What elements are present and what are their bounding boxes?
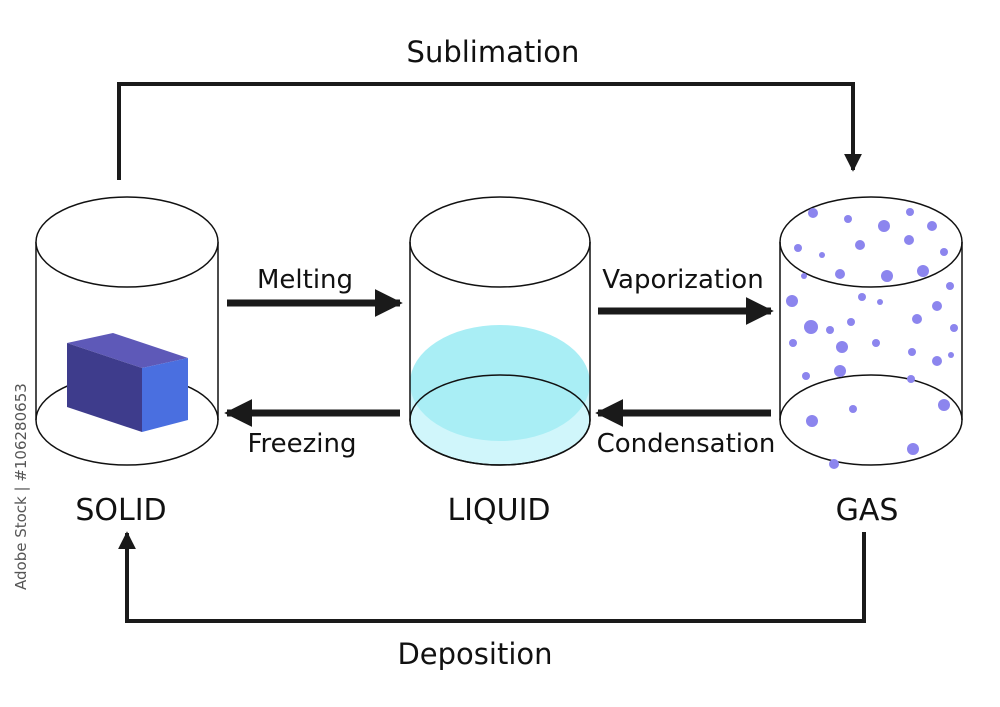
gas-particle [806, 415, 818, 427]
sublimation-arrow [117, 82, 862, 180]
gas-particle [917, 265, 929, 277]
gas-particle [808, 208, 818, 218]
solid-label: SOLID [75, 493, 166, 528]
water-surface [410, 325, 590, 441]
gas-particle [801, 273, 807, 279]
gas-particle [829, 459, 839, 469]
gas-particle [802, 372, 810, 380]
gas-particle [858, 293, 866, 301]
gas-particle [948, 352, 954, 358]
gas-particle [932, 356, 942, 366]
gas-particle [912, 314, 922, 324]
gas-particle [835, 269, 845, 279]
gas-particle [826, 326, 834, 334]
gas-particle [872, 339, 880, 347]
gas-particle [878, 220, 890, 232]
gas-particle [906, 208, 914, 216]
vaporization-label: Vaporization [602, 265, 763, 295]
gas-particle [904, 235, 914, 245]
solid-container [35, 196, 219, 466]
gas-particle [789, 339, 797, 347]
sublimation-label: Sublimation [407, 35, 580, 69]
gas-particles [786, 208, 958, 469]
gas-particle [849, 405, 857, 413]
gas-particle [908, 348, 916, 356]
gas-particle [794, 244, 802, 252]
deposition-label: Deposition [397, 637, 552, 671]
gas-particle [847, 318, 855, 326]
gas-particle [855, 240, 865, 250]
condensation-label: Condensation [597, 429, 776, 459]
gas-particle [932, 301, 942, 311]
gas-particle [819, 252, 825, 258]
gas-particle [881, 270, 893, 282]
melting-label: Melting [257, 265, 353, 295]
liquid-container [409, 196, 591, 466]
gas-particle [877, 299, 883, 305]
gas-label: GAS [836, 493, 899, 528]
ice-cube [67, 333, 188, 432]
gas-particle [927, 221, 937, 231]
deposition-arrow [118, 531, 866, 623]
gas-particle [804, 320, 818, 334]
gas-particle [907, 375, 915, 383]
gas-particle [844, 215, 852, 223]
gas-particle [940, 248, 948, 256]
gas-particle [907, 443, 919, 455]
gas-container [779, 196, 963, 469]
gas-particle [834, 365, 846, 377]
gas-particle [946, 282, 954, 290]
stock-watermark: Adobe Stock | #106280653 [12, 383, 30, 590]
gas-particle [950, 324, 958, 332]
freezing-label: Freezing [247, 429, 356, 459]
gas-particle [836, 341, 848, 353]
gas-particle [938, 399, 950, 411]
gas-particle [786, 295, 798, 307]
liquid-label: LIQUID [447, 493, 550, 528]
